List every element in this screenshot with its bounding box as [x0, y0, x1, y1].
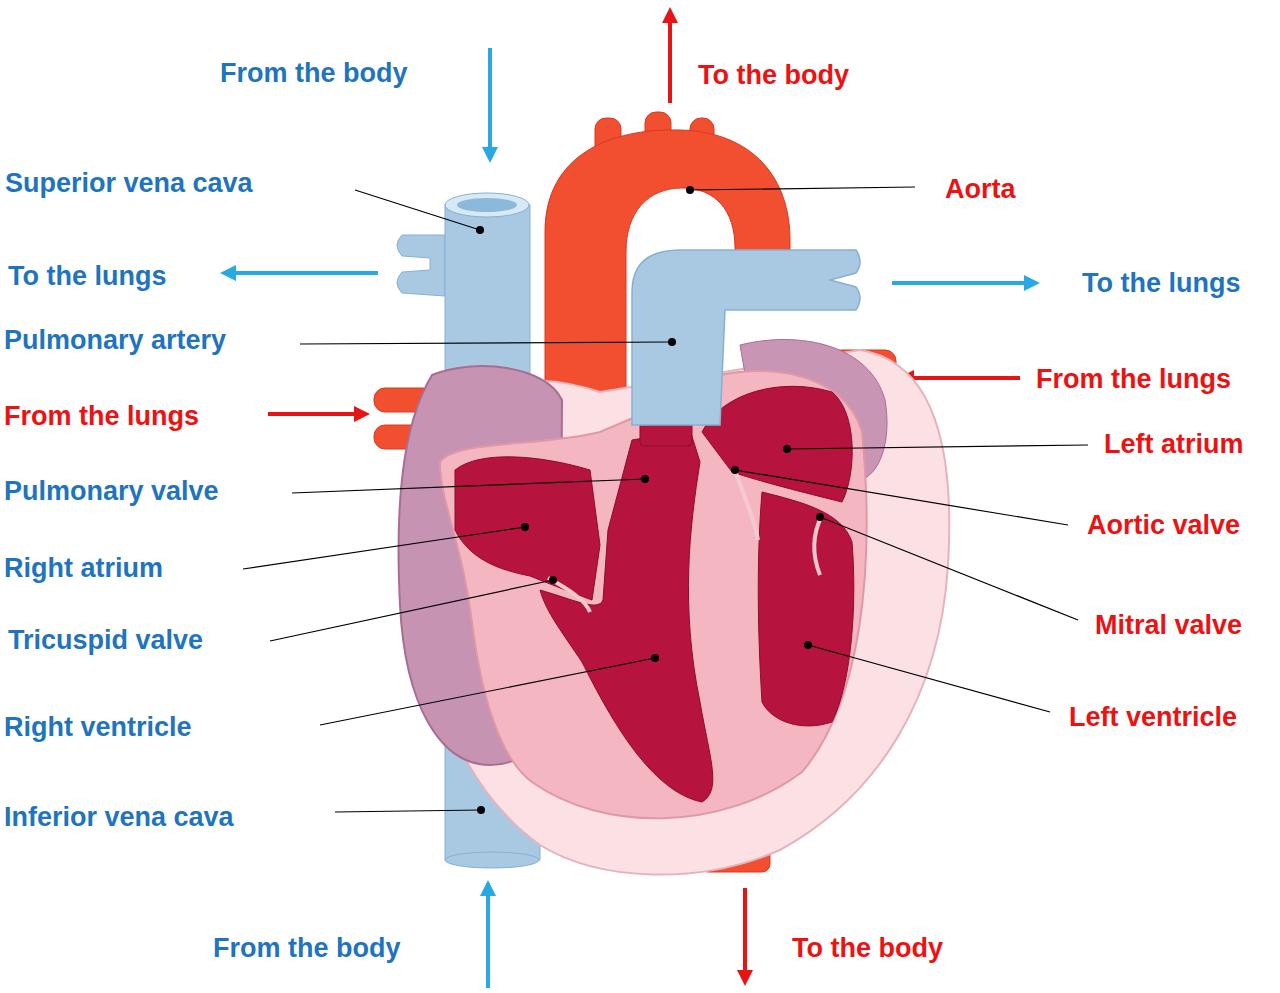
vena-cava-opening [445, 193, 529, 217]
flow-label: From the body [213, 934, 401, 964]
leader-dot [521, 523, 529, 531]
leader-dot [668, 338, 676, 346]
right-atrium-chamber [455, 457, 600, 600]
leader-line [808, 645, 1050, 712]
part-label: Right atrium [4, 554, 163, 584]
valve-leaflets [548, 470, 822, 612]
blood-flow-arrow [743, 888, 747, 978]
leader-line [292, 479, 645, 493]
flow-label: From the lungs [4, 402, 199, 432]
leader-line [355, 190, 480, 230]
part-label: Aortic valve [1087, 511, 1240, 541]
blood-flow-arrow [906, 376, 1020, 380]
leader-line [735, 470, 1068, 525]
flow-arrows [228, 15, 1032, 988]
part-label: Left ventricle [1069, 703, 1237, 733]
leader-dots [476, 186, 824, 814]
leader-dot [549, 576, 557, 584]
leader-dot [783, 445, 791, 453]
part-label: Right ventricle [4, 713, 192, 743]
vena-cava-end [445, 852, 539, 868]
blood-flow-arrow [668, 15, 672, 103]
mitral-leaflet [814, 515, 822, 575]
blood-flow-arrow [268, 412, 362, 416]
pulmonary-branch-left [397, 235, 445, 296]
left-atrium-chamber [702, 386, 852, 502]
flow-label: From the body [220, 59, 408, 89]
leader-dot [816, 513, 824, 521]
pulmonary-artery-shape [632, 250, 860, 425]
leader-line [320, 658, 655, 725]
leader-dot [686, 186, 694, 194]
leader-line [243, 527, 525, 569]
vena-cava-lumen [457, 198, 517, 212]
flow-label: To the body [792, 934, 943, 964]
leader-dot [477, 806, 485, 814]
leader-dot [651, 654, 659, 662]
leader-line [787, 445, 1088, 449]
part-label: Mitral valve [1095, 611, 1242, 641]
left-ventricle-chamber [758, 492, 854, 726]
leader-line [820, 517, 1078, 620]
blood-flow-arrow [228, 271, 378, 275]
flow-label: To the lungs [1082, 269, 1240, 299]
flow-label: From the lungs [1036, 365, 1231, 395]
part-label: Pulmonary valve [4, 477, 219, 507]
flow-label: To the lungs [8, 262, 166, 292]
flow-label: To the body [698, 61, 849, 91]
part-label: Left atrium [1104, 430, 1244, 460]
leader-line [335, 810, 481, 812]
right-ventricle-chamber [540, 430, 713, 802]
leader-dot [476, 226, 484, 234]
part-label: Tricuspid valve [8, 626, 203, 656]
leader-dot [641, 475, 649, 483]
part-label: Inferior vena cava [4, 803, 234, 833]
leader-line [300, 342, 672, 344]
part-label: Pulmonary artery [4, 326, 226, 356]
leader-dot [804, 641, 812, 649]
part-label: Superior vena cava [5, 169, 253, 199]
blood-flow-arrow [486, 888, 490, 988]
myocardium [440, 371, 867, 818]
aortic-leaflet [735, 470, 758, 540]
leader-line [690, 187, 915, 190]
blood-flow-arrow [488, 48, 492, 155]
leader-dot [731, 466, 739, 474]
leader-lines [243, 187, 1088, 812]
leader-line [270, 580, 553, 641]
blood-flow-arrow [892, 281, 1032, 285]
part-label: Aorta [945, 175, 1016, 205]
